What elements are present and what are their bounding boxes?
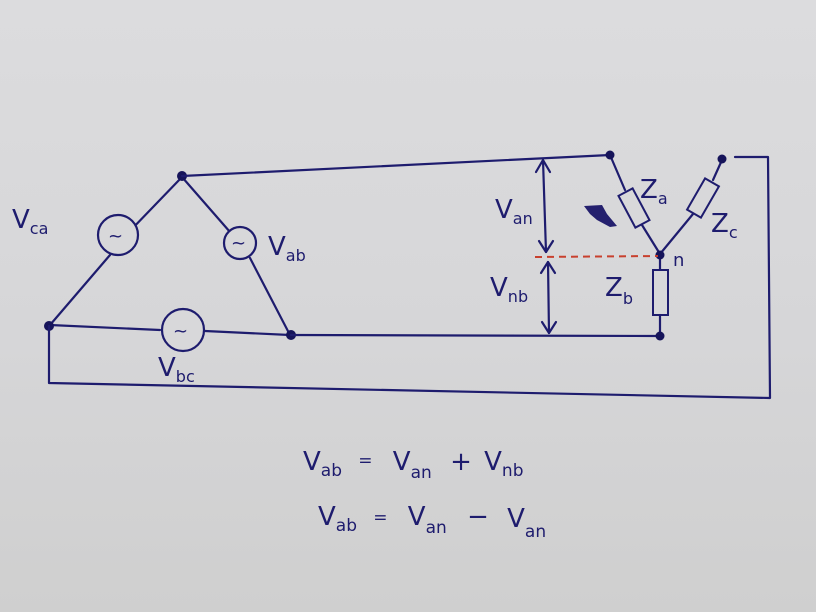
arrowhead-van-top — [534, 158, 552, 174]
wire-bc-left — [48, 323, 162, 332]
label-zc: Zc — [711, 209, 738, 242]
equation-2: Vab = Van − Van — [318, 500, 546, 542]
wire-ab-bottom — [248, 256, 292, 337]
equation-1: Vab = Van + Vnb — [303, 443, 524, 485]
wire-line-c — [47, 155, 772, 400]
wire-line-a — [180, 153, 612, 178]
label-van: Van — [495, 195, 533, 228]
label-zb: Zb — [605, 273, 633, 308]
source-bc-icon — [160, 307, 206, 353]
source-ab-symbol: ~ — [231, 233, 246, 254]
arrowhead-vnb-top — [539, 260, 557, 275]
label-za: Za — [640, 175, 668, 208]
scribble-mark — [584, 205, 617, 227]
arrowhead-vnb-bottom — [540, 320, 558, 335]
source-ca-symbol: ~ — [108, 226, 123, 247]
wire-ab-top — [180, 175, 232, 234]
impedance-za-icon — [617, 186, 651, 230]
node-neutral — [655, 250, 665, 260]
label-neutral: n — [673, 250, 684, 271]
wire-ca-bottom — [48, 253, 112, 327]
label-vnb: Vnb — [490, 273, 528, 306]
arrowhead-van-bottom — [537, 239, 555, 254]
node-a — [605, 150, 615, 160]
delta-source: ~ ~ ~ — [44, 171, 296, 353]
label-vbc: Vbc — [158, 353, 195, 386]
voltage-arrows — [534, 158, 558, 335]
label-vca: Vca — [12, 205, 48, 238]
arrow-vnb — [546, 260, 551, 335]
source-bc-symbol: ~ — [173, 321, 188, 342]
node-c — [717, 154, 727, 164]
line-wires — [47, 153, 772, 400]
source-ca-icon — [96, 213, 140, 257]
wire-line-b — [289, 333, 662, 338]
impedance-zb-icon — [652, 269, 669, 316]
wire-za-top — [608, 153, 627, 192]
label-vab: Vab — [268, 232, 306, 265]
wire-bc-right — [203, 329, 292, 337]
wye-load — [605, 150, 727, 341]
arrow-van — [541, 158, 548, 254]
wire-ca-top — [126, 175, 184, 235]
wire-zc-top — [711, 158, 724, 182]
wire-zc-bottom — [658, 212, 695, 256]
wire-za-bottom — [640, 223, 662, 256]
source-ab-icon — [222, 225, 258, 261]
dashed-reference-line — [534, 255, 659, 258]
node-b — [655, 331, 665, 341]
